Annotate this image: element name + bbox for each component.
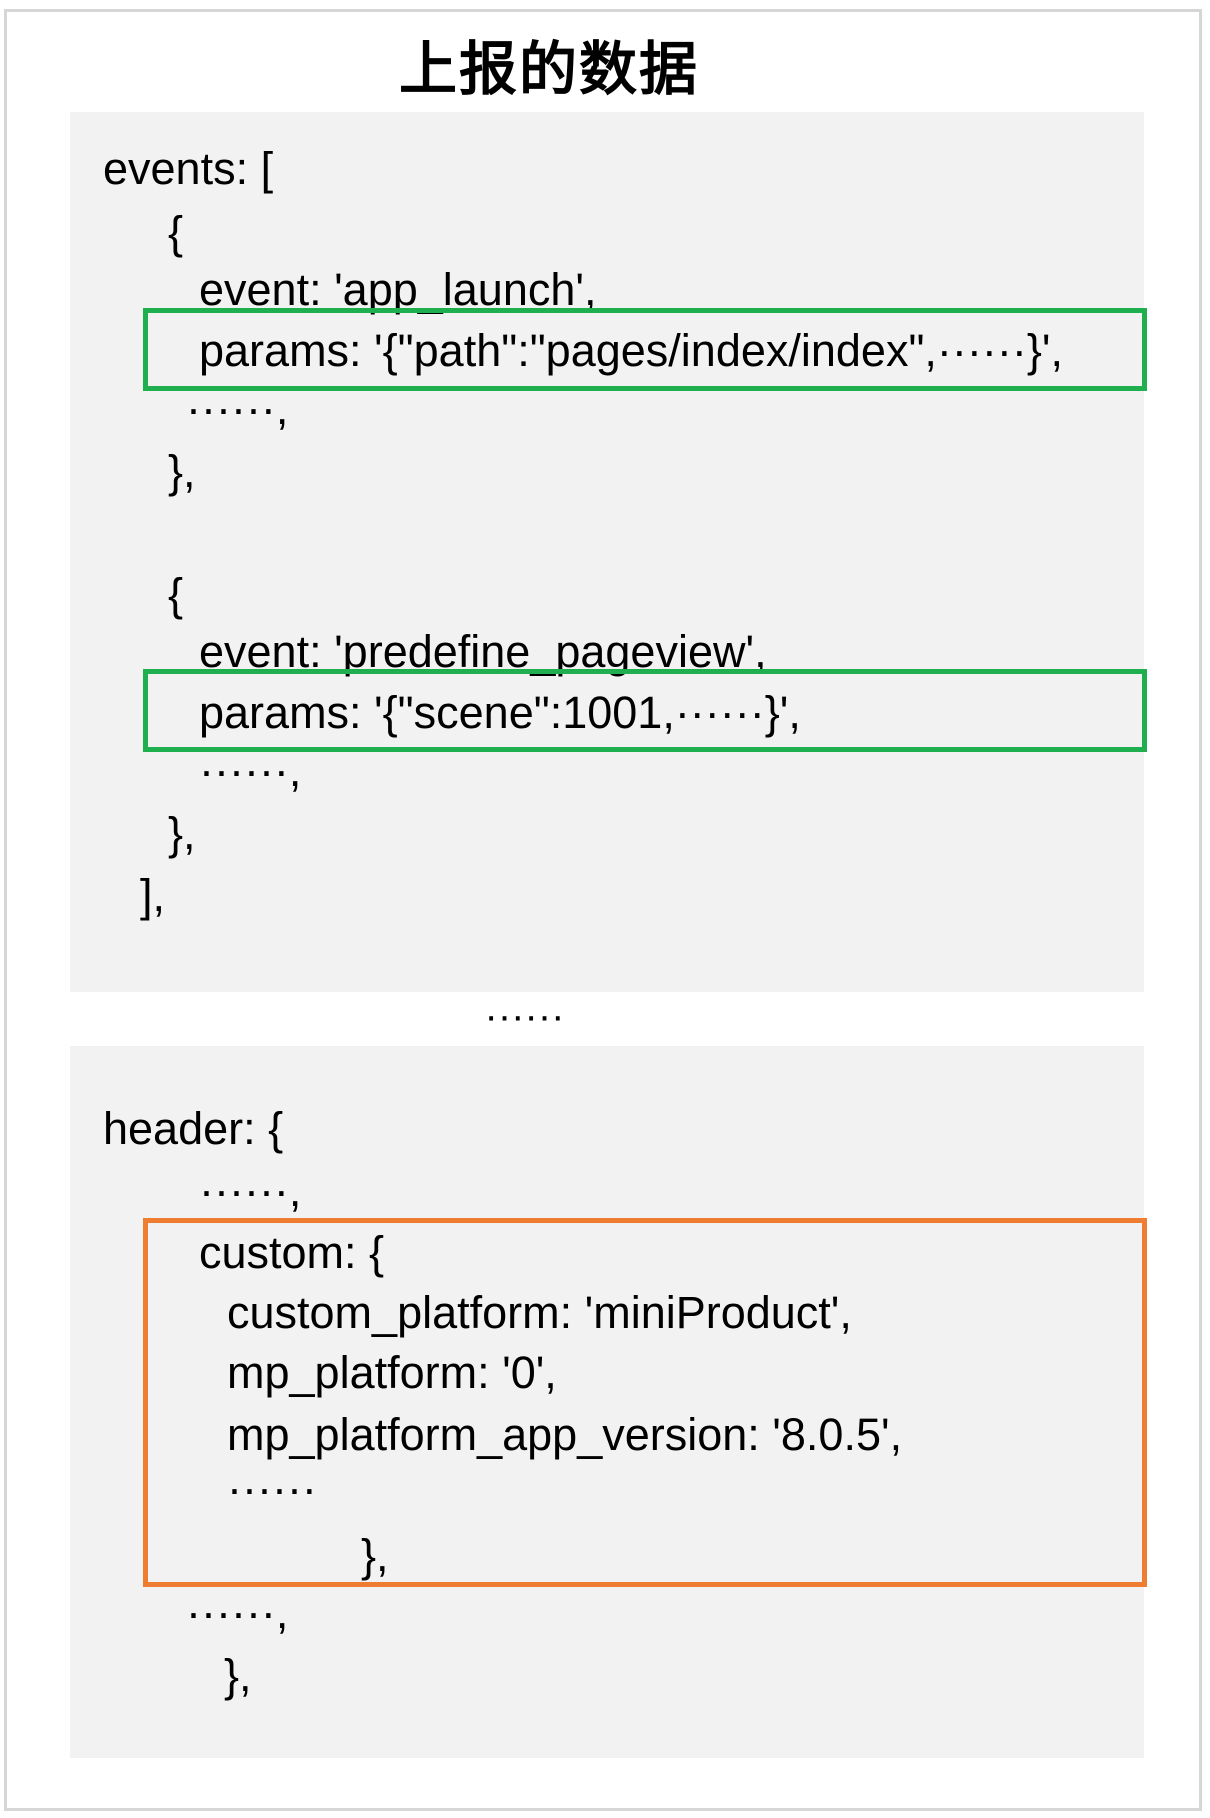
code-line-ellipsis-1: ······,	[186, 383, 289, 434]
code-line-params-scene: params: '{"scene":1001,······}',	[199, 687, 801, 738]
figure-frame	[4, 9, 1202, 1811]
code-line-custom-platform: custom_platform: 'miniProduct',	[227, 1287, 852, 1338]
code-line-custom-close: },	[361, 1530, 389, 1581]
code-line-header-ellipsis: ······,	[199, 1165, 302, 1216]
code-line-header-open: header: {	[103, 1103, 284, 1154]
code-line-brace-open-1: {	[168, 207, 184, 258]
params-scene-highlight-box	[143, 669, 1147, 752]
separator-ellipsis: ······	[484, 994, 565, 1038]
code-line-brace-close-2: },	[168, 808, 196, 859]
code-line-custom-ellipsis: ······	[227, 1463, 317, 1514]
code-line-events-close: ],	[140, 870, 166, 921]
code-line-ellipsis-2: ······,	[199, 745, 302, 796]
code-line-header-close: },	[224, 1650, 252, 1701]
params-path-highlight-box	[143, 308, 1147, 391]
code-line-header-ellipsis-2: ······,	[186, 1587, 289, 1638]
figure-title: 上报的数据	[398, 35, 699, 103]
code-line-custom-open: custom: {	[199, 1227, 385, 1278]
code-line-mp-platform-app-version: mp_platform_app_version: '8.0.5',	[227, 1409, 903, 1460]
events-code-panel	[70, 112, 1144, 992]
code-line-event-app-launch: event: 'app_launch',	[199, 264, 597, 315]
code-line-mp-platform: mp_platform: '0',	[227, 1347, 557, 1398]
code-line-event-pageview: event: 'predefine_pageview',	[199, 626, 767, 677]
code-line-brace-open-2: {	[168, 569, 184, 620]
header-code-panel	[70, 1046, 1144, 1758]
custom-object-highlight-box	[143, 1218, 1147, 1587]
code-line-events-open: events: [	[103, 143, 274, 194]
code-line-params-path: params: '{"path":"pages/index/index",···…	[199, 325, 1063, 376]
code-line-brace-close-1: },	[168, 446, 196, 497]
